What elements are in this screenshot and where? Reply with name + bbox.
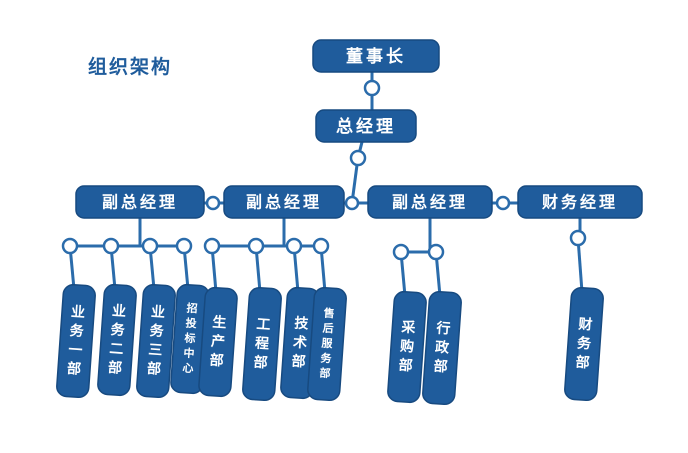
chairman-node (363, 79, 381, 97)
connector-lines (68, 72, 584, 297)
dept-3-1-label: 采购部 (397, 319, 417, 375)
dept-node (285, 237, 303, 255)
dept-4-1-box (564, 286, 604, 402)
dept-drop-line (576, 237, 584, 293)
chairman-label: 董事长 (346, 46, 406, 67)
dept-1-4-label: 招投标中心 (181, 301, 198, 376)
dept-2-4-box (307, 286, 347, 402)
dept-2-4-label: 售后服务部 (318, 306, 336, 381)
general-manager-box (315, 109, 417, 143)
dept-3-2-box (422, 290, 462, 406)
manager-3-box (367, 185, 493, 219)
manager-2-box (223, 185, 345, 219)
dept-node (247, 237, 265, 255)
manager-4-box (517, 185, 643, 219)
page-title: 组织架构 (88, 56, 173, 78)
dept-node (569, 229, 587, 247)
dept-node (427, 243, 445, 261)
dept-1-2-label: 业务二部 (107, 303, 127, 377)
dept-1-1-label: 业务一部 (66, 304, 86, 378)
manager-node-3 (495, 195, 511, 211)
manager-3-label: 副总经理 (392, 193, 468, 212)
dept-node (312, 237, 330, 255)
dept-2-3-label: 技术部 (291, 315, 310, 371)
dept-1-2-box (97, 283, 137, 397)
dept-node (392, 243, 410, 261)
dept-2-2-label: 工程部 (253, 317, 271, 372)
dept-node (203, 237, 221, 255)
dept-3-1-box (387, 290, 427, 404)
manager-1-box (75, 185, 205, 219)
dept-node (102, 237, 120, 255)
connector-nodes (61, 79, 587, 261)
gm-node (349, 149, 367, 167)
dept-node (141, 237, 159, 255)
dept-2-1-box (198, 286, 238, 398)
dept-1-3-label: 业务三部 (146, 304, 166, 378)
manager-1-label: 副总经理 (102, 193, 178, 212)
dept-3-2-label: 行政部 (432, 320, 452, 376)
dept-1-1-box (56, 283, 96, 399)
dept-1-3-box (136, 283, 176, 399)
dept-2-2-box (242, 286, 282, 402)
general-manager-label: 总经理 (336, 116, 396, 137)
dept-node (175, 237, 193, 255)
dept-node (61, 237, 79, 255)
manager-node-2 (344, 195, 360, 211)
dept-2-1-label: 生产部 (209, 314, 227, 370)
manager-node-1 (205, 195, 221, 211)
manager-4-label: 财务经理 (541, 193, 618, 212)
dept-4-1-label: 财务部 (574, 316, 594, 372)
manager-2-label: 副总经理 (246, 193, 322, 212)
chairman-box (312, 39, 440, 73)
